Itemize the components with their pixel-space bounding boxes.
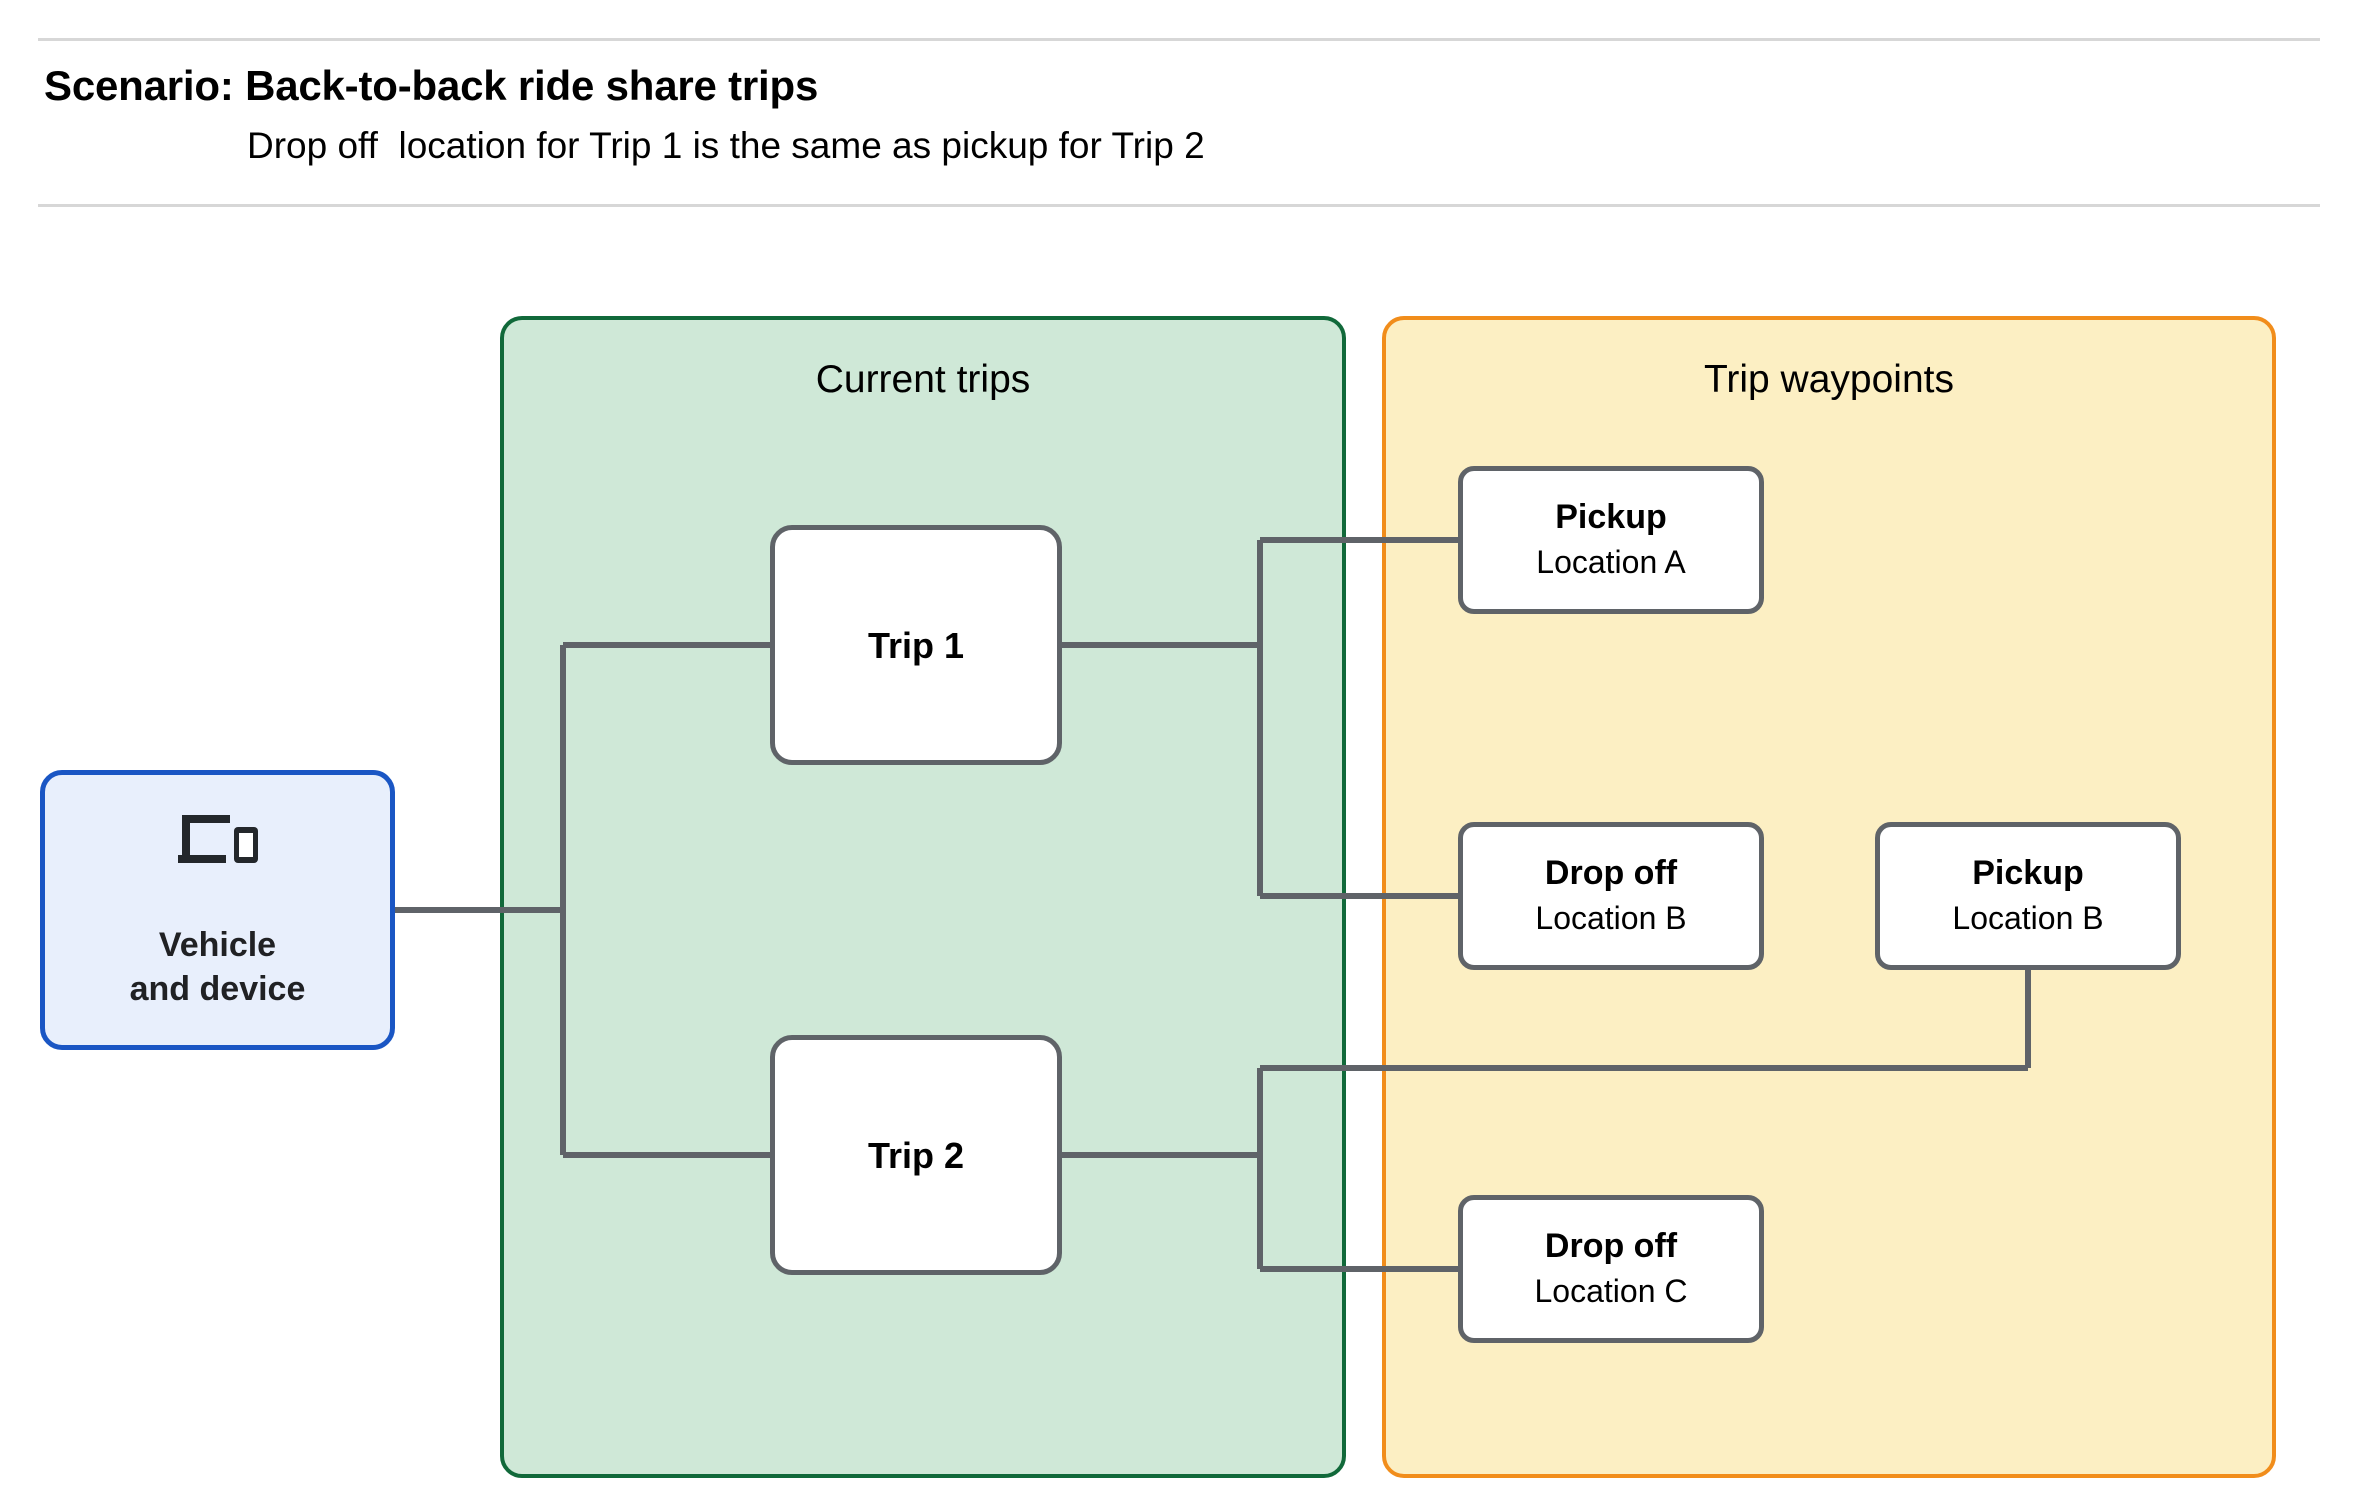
page-title: Scenario: Back-to-back ride share trips xyxy=(44,62,819,109)
node-waypoint-pickup-a-location: Location A xyxy=(1536,544,1686,581)
node-waypoint-dropoff-b[interactable]: Drop off Location B xyxy=(1458,822,1764,970)
header-rule-top xyxy=(38,38,2320,41)
node-waypoint-dropoff-c-location: Location C xyxy=(1534,1273,1688,1310)
panel-current-trips-title: Current trips xyxy=(815,358,1031,401)
header-rule-bottom xyxy=(38,204,2320,207)
page-subtitle: Drop off location for Trip 1 is the same… xyxy=(247,125,1205,166)
node-trip-1[interactable]: Trip 1 xyxy=(770,525,1062,765)
node-waypoint-dropoff-c-title: Drop off xyxy=(1544,1226,1678,1265)
node-vehicle-label: Vehicle and device xyxy=(129,925,306,1008)
node-waypoint-dropoff-b-title: Drop off xyxy=(1544,853,1678,892)
node-waypoint-pickup-b-title: Pickup xyxy=(1972,853,2084,892)
node-waypoint-pickup-a-title: Pickup xyxy=(1555,497,1667,536)
devices-icon xyxy=(177,814,258,863)
node-trip-2-label: Trip 2 xyxy=(867,1134,965,1176)
node-waypoint-pickup-b-location: Location B xyxy=(1952,900,2104,937)
node-waypoint-dropoff-b-location: Location B xyxy=(1535,900,1687,937)
node-waypoint-pickup-a[interactable]: Pickup Location A xyxy=(1458,466,1764,614)
node-waypoint-pickup-b[interactable]: Pickup Location B xyxy=(1875,822,2181,970)
panel-trip-waypoints-title: Trip waypoints xyxy=(1704,358,1954,401)
node-waypoint-dropoff-c[interactable]: Drop off Location C xyxy=(1458,1195,1764,1343)
panel-current-trips: Current trips xyxy=(500,316,1346,1478)
node-vehicle-and-device[interactable]: Vehicle and device xyxy=(40,770,395,1050)
node-trip-2[interactable]: Trip 2 xyxy=(770,1035,1062,1275)
node-trip-1-label: Trip 1 xyxy=(867,624,965,666)
